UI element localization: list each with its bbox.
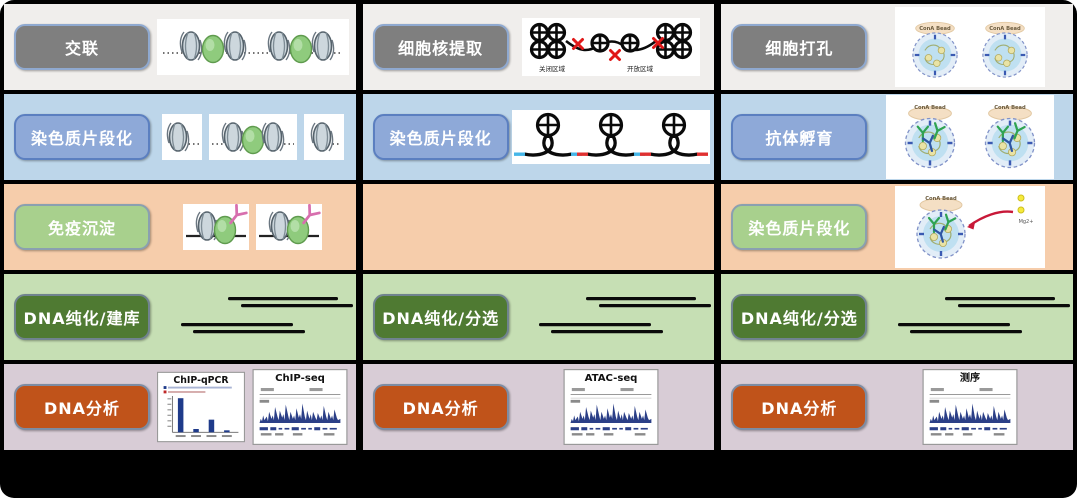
step-cell: 染色质片段化 ConA Bead: [721, 184, 1073, 270]
dna-analysis-art: 测序: [867, 369, 1073, 445]
dna-analysis-button[interactable]: DNA分析: [14, 384, 150, 430]
antibody-nucleosome-illustration: [183, 204, 250, 250]
dna-analysis-button[interactable]: DNA分析: [372, 384, 509, 430]
cell-permeabilization-art: ConA Bead ConA Bead: [867, 7, 1073, 87]
step-cell: DNA分析 ChIP-qPCR: [4, 364, 356, 450]
antibody-nucleosome-illustration: [256, 204, 323, 250]
cona-bead-cells-illustration: ConA Bead ConA Bead: [895, 7, 1046, 87]
column-cutrun: 细胞打孔 ConA Bead ConA Bead 抗体孵育: [721, 4, 1073, 450]
column-chip: 交联 染色质片段化: [4, 4, 356, 450]
column-atac: 细胞核提取 关闭区域 开放区域: [362, 4, 715, 450]
nucleosome-fragment-illustration: [208, 114, 297, 160]
antibody-incubation-button[interactable]: 抗体孵育: [731, 114, 868, 160]
chromatin-fragmentation-button[interactable]: 染色质片段化: [14, 114, 150, 160]
chip-seq-title: ChIP-seq: [275, 373, 325, 384]
atac-seq-panel: ATAC-seq: [563, 369, 659, 445]
digestion-cell-illustration: ConA Bead Mg2+: [895, 186, 1046, 268]
dna-fragments-illustration: [898, 297, 1071, 334]
cona-bead-label: ConA Bead: [994, 105, 1026, 111]
nucleosome-fragment-illustration: [161, 114, 202, 160]
dna-fragments-illustration: [539, 297, 712, 334]
cona-bead-label: ConA Bead: [989, 26, 1021, 32]
step-cell: 交联: [4, 4, 356, 90]
dna-analysis-art: ChIP-qPCR: [150, 369, 356, 445]
step-cell: 染色质片段化: [4, 94, 356, 180]
atac-seq-title: ATAC-seq: [585, 373, 638, 384]
sequencing-panel: 测序: [922, 369, 1018, 445]
nucleosome-fragment-illustration: [303, 114, 344, 160]
dna-purification-library-button[interactable]: DNA纯化/建库: [14, 294, 150, 340]
cell-permeabilization-button[interactable]: 细胞打孔: [731, 24, 868, 70]
step-cell: 免疫沉淀: [4, 184, 356, 270]
open-region-label: 开放区域: [627, 64, 654, 73]
dna-fragments-art: [509, 287, 715, 347]
chromatin-fragmentation-button[interactable]: 染色质片段化: [372, 114, 509, 160]
tagmentation-art: [509, 110, 715, 164]
cona-bead-label: ConA Bead: [925, 196, 957, 202]
tagmented-loops-illustration: [512, 110, 711, 164]
dna-purification-selection-button[interactable]: DNA纯化/分选: [731, 294, 868, 340]
mg-ion-label: Mg2+: [1019, 219, 1034, 225]
step-cell: DNA分析 ATAC-seq: [362, 364, 715, 450]
nucleosome-chain-illustration: [156, 19, 349, 75]
chip-seq-panel: ChIP-seq: [252, 369, 348, 445]
step-cell: 染色质片段化: [362, 94, 715, 180]
chromatin-digestion-art: ConA Bead Mg2+: [867, 186, 1073, 268]
dna-analysis-art: ATAC-seq: [509, 369, 715, 445]
immunoprecipitation-button[interactable]: 免疫沉淀: [14, 204, 150, 250]
chip-qpcr-panel: ChIP-qPCR: [157, 371, 246, 443]
workflow-board: 交联 染色质片段化: [4, 4, 1073, 450]
dna-analysis-button[interactable]: DNA分析: [731, 384, 868, 430]
chip-qpcr-title: ChIP-qPCR: [174, 375, 230, 386]
antibody-incubation-art: ConA Bead ConA Bead: [867, 95, 1073, 179]
closed-region-label: 关闭区域: [539, 64, 566, 73]
fragmentation-art: [150, 114, 356, 160]
cona-bead-label: ConA Bead: [919, 26, 951, 32]
step-cell: DNA分析 测序: [721, 364, 1073, 450]
empty-step-cell: [362, 184, 715, 270]
sequencing-title: 测序: [960, 371, 980, 384]
nuclei-extraction-button[interactable]: 细胞核提取: [372, 24, 509, 70]
nuclei-extraction-art: 关闭区域 开放区域: [509, 18, 715, 76]
dna-fragments-art: [150, 287, 356, 347]
dna-fragments-art: [867, 287, 1073, 347]
crosslink-button[interactable]: 交联: [14, 24, 150, 70]
step-cell: DNA纯化/分选: [721, 274, 1073, 360]
open-closed-chromatin-illustration: 关闭区域 开放区域: [522, 18, 701, 76]
step-cell: DNA纯化/分选: [362, 274, 715, 360]
crosslink-art: [150, 19, 356, 75]
cona-bead-label: ConA Bead: [914, 105, 946, 111]
chromatin-fragmentation-button[interactable]: 染色质片段化: [731, 204, 868, 250]
dna-purification-selection-button[interactable]: DNA纯化/分选: [372, 294, 509, 340]
step-cell: 细胞核提取 关闭区域 开放区域: [362, 4, 715, 90]
dna-fragments-illustration: [180, 297, 353, 334]
immunoprecipitation-art: [150, 204, 356, 250]
step-cell: 细胞打孔 ConA Bead ConA Bead: [721, 4, 1073, 90]
step-cell: 抗体孵育: [721, 94, 1073, 180]
antibody-cells-illustration: ConA Bead ConA Bead: [886, 95, 1055, 179]
step-cell: DNA纯化/建库: [4, 274, 356, 360]
